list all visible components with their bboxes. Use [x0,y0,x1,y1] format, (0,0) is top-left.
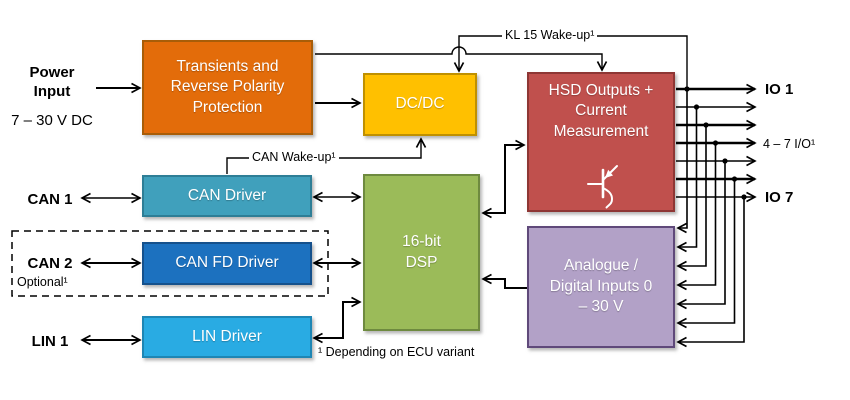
feedback-line-4 [678,143,717,285]
block-label: HSD Outputs + Current Measurement [548,82,654,140]
block-hsd-outputs: HSD Outputs + Current Measurement [527,72,675,212]
block-16bit-dsp: 16-bit DSP [363,174,480,331]
connector-power-to-hsd [315,46,602,70]
junction-dot [731,176,738,182]
junction-dot [722,158,728,164]
block-label: Analogue / Digital Inputs 0 – 30 V [549,257,653,316]
can-wakeup-label: CAN Wake-up¹ [249,149,339,166]
lin1-port-label: LIN 1 [31,333,69,350]
block-can-driver: CAN Driver [142,175,312,217]
transistor-emitter-lead [602,187,614,209]
io4-7-port-label: 4 – 7 I/O¹ [763,137,816,151]
block-lin-driver: LIN Driver [142,316,312,358]
can1-port-label: CAN 1 [27,191,73,208]
connector-dsp-hsd [483,145,524,213]
block-label: CAN Driver [187,186,267,204]
connector-analogue-dsp [483,279,527,289]
io-feedback-lines [678,89,745,342]
connector-lindriver-dsp [314,302,360,338]
can2-port-label: CAN 2 [27,255,73,272]
block-transients-protection: Transients and Reverse Polarity Protecti… [142,40,313,135]
block-label: Transients and Reverse Polarity Protecti… [170,57,285,116]
transistor-arrowhead [605,169,613,178]
block-dcdc-converter: DC/DC [363,73,477,136]
feedback-line-6 [678,179,736,323]
feedback-line-5 [678,161,726,304]
block-label: CAN FD Driver [175,254,279,272]
feedback-line-1 [678,89,688,228]
junction-dots [684,86,747,200]
block-label: DC/DC [395,95,445,113]
block-label: LIN Driver [192,327,262,345]
feedback-line-3 [678,125,707,266]
junction-dot [693,104,700,110]
block-label: 16-bit DSP [402,233,441,271]
junction-dot [703,122,709,128]
optional-note: Optional¹ [17,275,68,289]
junction-dot [712,140,719,146]
io1-port-label: IO 1 [765,81,794,98]
feedback-line-7 [678,197,745,342]
power-range-label: 7 – 30 V DC [11,112,93,129]
power-input-label: Power Input [29,64,75,100]
block-analogue-digital-inputs: Analogue / Digital Inputs 0 – 30 V [527,226,675,348]
connectors [11,35,755,342]
io7-port-label: IO 7 [765,189,794,206]
kl15-wakeup-label: KL 15 Wake-up¹ [502,27,598,44]
junction-dot [741,194,747,200]
junction-dot [684,86,690,92]
footnote: ¹ Depending on ECU variant [318,345,475,359]
feedback-line-2 [678,107,698,247]
block-can-fd-driver: CAN FD Driver [142,242,312,285]
transistor-icon [587,165,618,209]
